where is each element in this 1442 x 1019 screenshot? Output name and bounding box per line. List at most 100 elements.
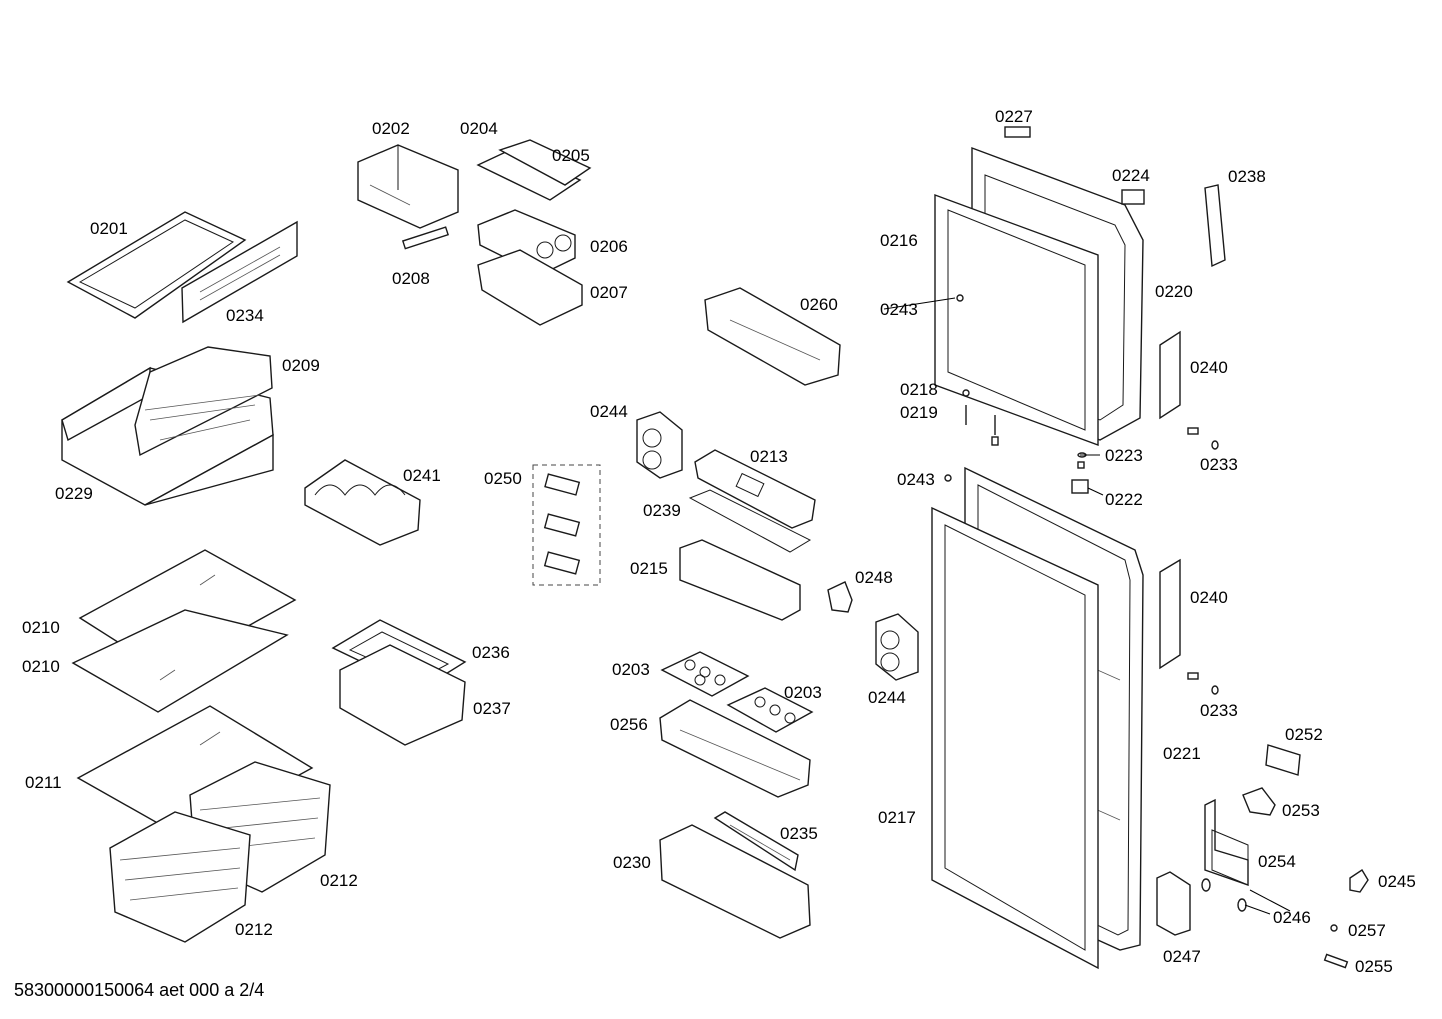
part-0202-housing (357, 144, 459, 229)
label-0224: 0224 (1112, 166, 1150, 185)
label-0240-top: 0240 (1190, 358, 1228, 377)
part-0237-box (339, 644, 466, 746)
label-0216: 0216 (880, 231, 918, 250)
part-0208-strip (401, 226, 449, 250)
label-0212-right: 0212 (320, 871, 358, 890)
label-0205: 0205 (552, 146, 590, 165)
label-0223: 0223 (1105, 446, 1143, 465)
part-0260-door-bin (704, 287, 841, 386)
part-0222-block (1071, 479, 1089, 494)
label-0220: 0220 (1155, 282, 1193, 301)
label-0221: 0221 (1163, 744, 1201, 763)
part-0255-pin (1323, 953, 1349, 969)
part-0233-ring-bottom (1211, 685, 1219, 695)
part-0206-frame (477, 209, 576, 276)
part-0253-bracket (1242, 787, 1276, 816)
part-0240-handle-top (1159, 330, 1181, 420)
label-0256: 0256 (610, 715, 648, 734)
label-0217: 0217 (878, 808, 916, 827)
label-0229: 0229 (55, 484, 93, 503)
part-0233-screw-bottom (1187, 672, 1199, 680)
label-0247: 0247 (1163, 947, 1201, 966)
part-0248-knob (827, 581, 853, 613)
part-0218-washer (962, 389, 970, 397)
part-0203-egg-tray-1 (660, 651, 750, 697)
label-0212-bottom: 0212 (235, 920, 273, 939)
label-0218: 0218 (900, 380, 938, 399)
group-0250 (532, 464, 601, 586)
label-0253: 0253 (1282, 801, 1320, 820)
part-0250-b (543, 513, 581, 537)
label-0230: 0230 (613, 853, 651, 872)
label-0252: 0252 (1285, 725, 1323, 744)
part-0243-screw-upper (956, 294, 964, 302)
part-0254-bracket (1204, 798, 1249, 886)
label-0206: 0206 (590, 237, 628, 256)
part-0205-ice-tray (476, 139, 592, 201)
part-0213-control (694, 449, 816, 529)
part-0250-c (543, 551, 581, 575)
part-0240-handle-bottom (1159, 558, 1181, 670)
label-0239: 0239 (643, 501, 681, 520)
part-0207-ice-bin (477, 249, 583, 326)
label-0233-bottom: 0233 (1200, 701, 1238, 720)
part-0217-fridge-gasket (931, 506, 1099, 970)
part-0233-ring-top (1211, 440, 1219, 450)
label-0260: 0260 (800, 295, 838, 314)
part-0257-washer (1330, 924, 1338, 932)
part-0244-hinge-cover (636, 411, 683, 479)
label-0255: 0255 (1355, 957, 1393, 976)
label-0238: 0238 (1228, 167, 1266, 186)
label-0202: 0202 (372, 119, 410, 138)
label-0209: 0209 (282, 356, 320, 375)
part-0246-clip-1 (1201, 878, 1211, 892)
label-0254: 0254 (1258, 852, 1296, 871)
label-0211: 0211 (25, 773, 62, 792)
label-0235: 0235 (780, 824, 818, 843)
label-0207: 0207 (590, 283, 628, 302)
part-0227-cap (1004, 126, 1031, 138)
label-0203-right: 0203 (784, 683, 822, 702)
part-0229-drawer (61, 346, 274, 506)
part-0203-egg-tray-2 (726, 687, 814, 733)
part-0247-box (1156, 871, 1191, 936)
label-0245: 0245 (1378, 872, 1416, 891)
label-0241: 0241 (403, 466, 441, 485)
part-0201-shelf (66, 211, 247, 319)
part-0256-door-bin (659, 699, 811, 798)
label-0248: 0248 (855, 568, 893, 587)
label-0203-left: 0203 (612, 660, 650, 679)
part-0239-seal (688, 489, 812, 553)
label-0244-left: 0244 (590, 402, 628, 421)
label-0246: 0246 (1273, 908, 1311, 927)
label-0219: 0219 (900, 403, 938, 422)
part-0211-glass-shelf (76, 705, 314, 839)
label-0240-bottom: 0240 (1190, 588, 1228, 607)
part-0223-screw (1077, 461, 1085, 469)
part-0238-strip (1204, 184, 1226, 268)
label-0257: 0257 (1348, 921, 1386, 940)
drawing-code: 58300000150064 aet 000 a 2/4 (14, 980, 265, 1000)
label-0208: 0208 (392, 269, 430, 288)
label-0244-right: 0244 (868, 688, 906, 707)
label-0233-top: 0233 (1200, 455, 1238, 474)
label-0210-top: 0210 (22, 618, 60, 637)
part-0246-clip-2 (1237, 898, 1247, 912)
part-0245-clip (1349, 869, 1369, 893)
part-0234-panel (181, 220, 298, 324)
part-0210-glass-shelf-2 (71, 609, 289, 713)
label-0210-bottom: 0210 (22, 657, 60, 676)
label-0250: 0250 (484, 469, 522, 488)
label-0213: 0213 (750, 447, 788, 466)
label-0215: 0215 (630, 559, 668, 578)
part-0212-basket-front (109, 811, 251, 943)
part-0250-a (544, 473, 581, 496)
part-0235-divider (713, 811, 799, 872)
part-0244-hinge-cover-right (875, 613, 919, 681)
part-0243-screw-lower (944, 474, 952, 482)
label-0234: 0234 (226, 306, 264, 325)
label-0227: 0227 (995, 107, 1033, 126)
label-0243-top: 0243 (880, 300, 918, 319)
part-0219-sleeve (991, 436, 999, 446)
label-0204: 0204 (460, 119, 498, 138)
